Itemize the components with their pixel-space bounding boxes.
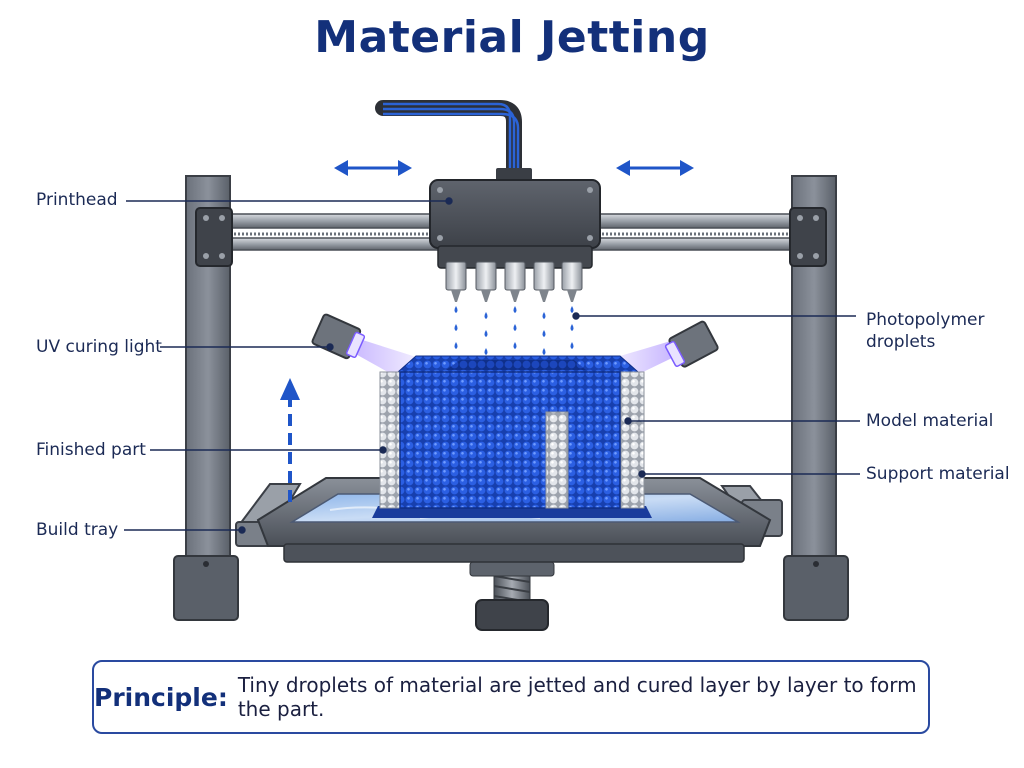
rail-bracket-right bbox=[789, 207, 827, 267]
principle-label: Principle: bbox=[94, 682, 228, 712]
label-build-tray: Build tray bbox=[36, 520, 119, 540]
build-platform-screw bbox=[469, 555, 555, 631]
label-uv-curing-light: UV curing light bbox=[36, 337, 162, 357]
label-support-material: Support material bbox=[866, 464, 1010, 484]
diagram-title: Material Jetting bbox=[314, 12, 710, 63]
label-photopolymer-droplets: Photopolymer droplets bbox=[866, 310, 985, 352]
principle-box: Principle: Tiny droplets of material are… bbox=[92, 660, 930, 734]
double-arrow-icon bbox=[334, 160, 412, 176]
label-finished-part: Finished part bbox=[36, 440, 146, 460]
printhead bbox=[429, 179, 601, 269]
printhead-cable bbox=[375, 100, 532, 190]
uv-lamp-icon bbox=[664, 320, 719, 368]
rail-bracket-left bbox=[195, 207, 233, 267]
up-arrow-icon bbox=[280, 378, 300, 502]
label-model-material: Model material bbox=[866, 411, 994, 431]
printhead-nozzles bbox=[445, 261, 583, 302]
label-printhead: Printhead bbox=[36, 190, 118, 210]
principle-text: Tiny droplets of material are jetted and… bbox=[237, 673, 917, 721]
photopolymer-droplets bbox=[454, 306, 574, 355]
double-arrow-icon bbox=[616, 160, 694, 176]
printed-part bbox=[372, 355, 652, 518]
